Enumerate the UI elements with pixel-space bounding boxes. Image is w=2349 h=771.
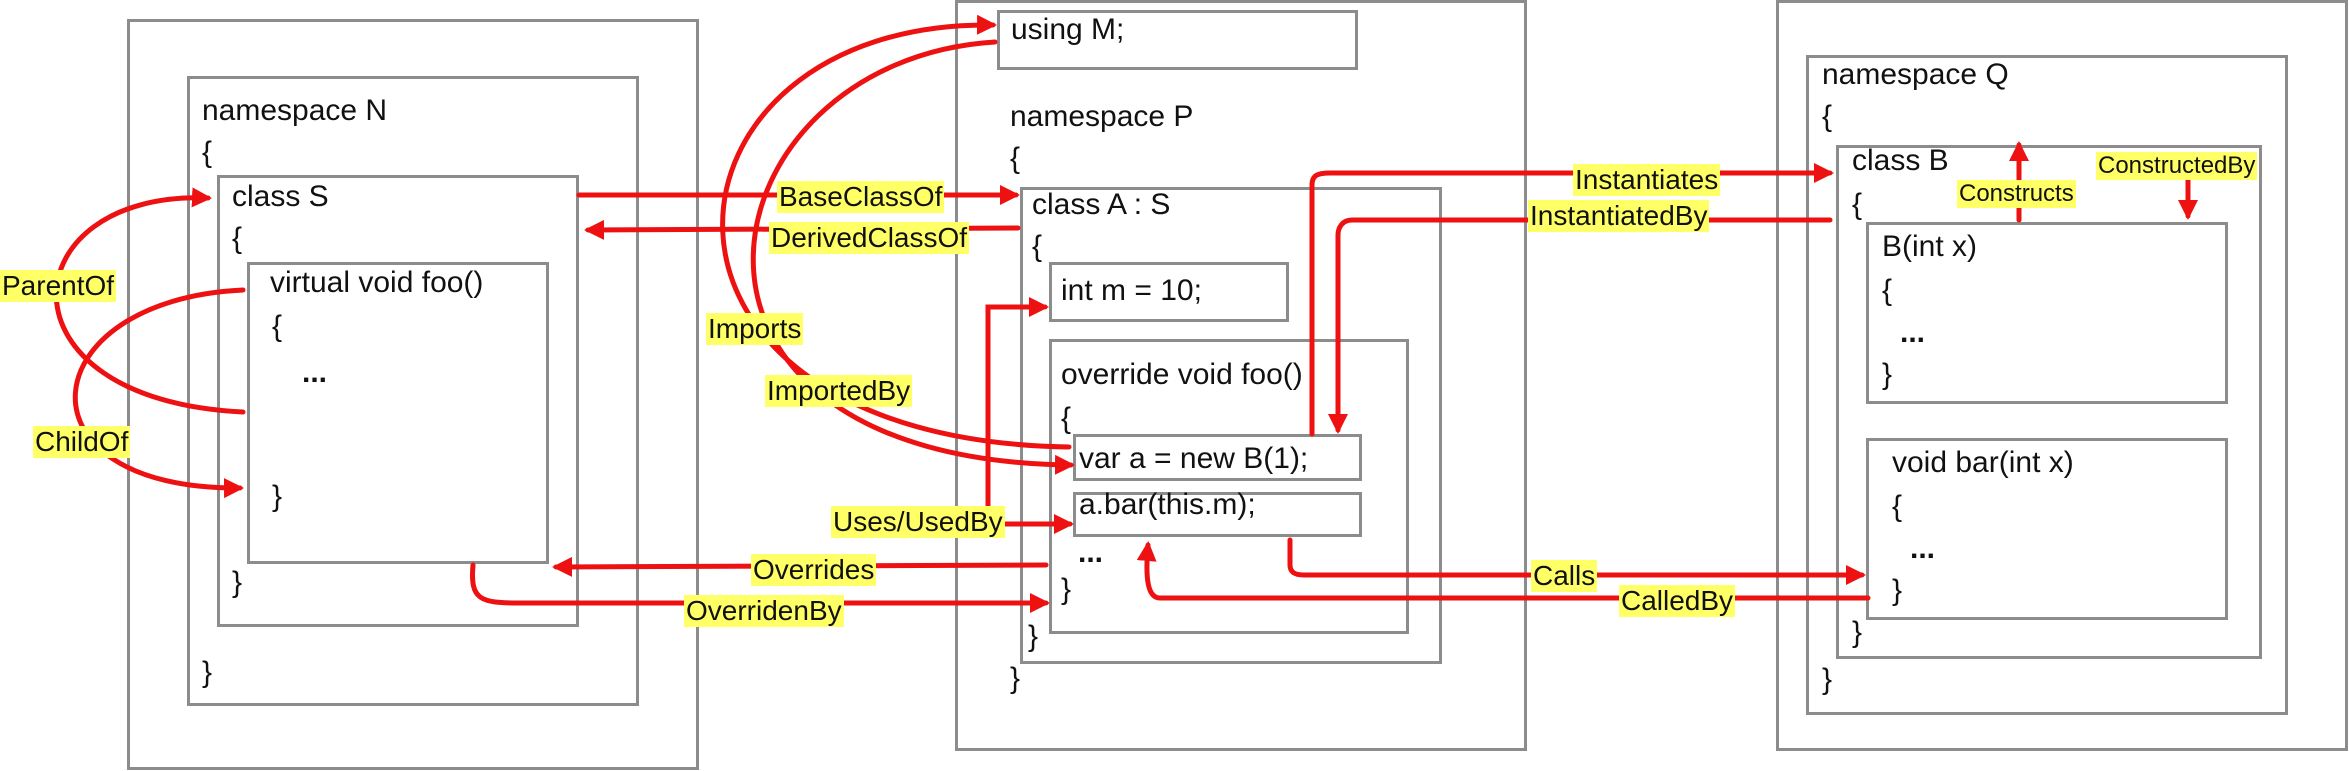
using-m-label: using M; — [1011, 13, 1125, 46]
int-m-box — [1049, 262, 1289, 322]
child-of-label: ChildOf — [33, 426, 131, 458]
virtual-foo-close-brace: } — [272, 480, 283, 513]
overriden-by-label: OverridenBy — [684, 595, 844, 627]
namespace-n-close-brace: } — [202, 656, 213, 689]
a-bar-label: a.bar(this.m); — [1079, 488, 1256, 521]
void-bar-ellipsis: ... — [1910, 532, 1936, 565]
calls-label: Calls — [1531, 560, 1598, 592]
void-bar-label: void bar(int x) — [1892, 446, 2074, 479]
middle-module-box — [955, 0, 1527, 751]
ctor-b-close-brace: } — [1882, 358, 1893, 391]
derived-class-of-label: DerivedClassOf — [769, 222, 970, 254]
constructs-label: Constructs — [1957, 180, 2076, 208]
namespace-q-box — [1806, 55, 2288, 715]
overrides-label: Overrides — [751, 554, 877, 586]
a-bar-box — [1073, 492, 1362, 537]
namespace-q-close-brace: } — [1822, 663, 1833, 696]
class-s-close-brace: } — [232, 566, 243, 599]
called-by-label: CalledBy — [1619, 585, 1736, 617]
class-a-close-brace: } — [1028, 620, 1039, 653]
override-foo-ellipsis: ... — [1078, 536, 1104, 569]
instantiates-arrow — [1309, 163, 1834, 437]
namespace-q-label: namespace Q — [1822, 58, 2009, 91]
namespace-n-open-brace: { — [202, 136, 213, 169]
override-foo-close-brace: } — [1061, 573, 1072, 606]
namespace-q-open-brace: { — [1822, 100, 1833, 133]
var-a-label: var a = new B(1); — [1079, 442, 1309, 475]
virtual-foo-ellipsis: ... — [302, 356, 328, 389]
class-a-open-brace: { — [1032, 230, 1043, 263]
virtual-foo-open-brace: { — [272, 310, 283, 343]
class-s-open-brace: { — [232, 222, 243, 255]
parent-of-label: ParentOf — [0, 270, 117, 302]
void-bar-box — [1866, 438, 2228, 620]
left-module-box — [127, 19, 699, 770]
constructed-by-label: ConstructedBy — [2096, 152, 2258, 180]
ctor-b-ellipsis: ... — [1900, 316, 1926, 349]
class-b-box — [1836, 145, 2262, 659]
instantiated-by-label: InstantiatedBy — [1528, 200, 1710, 232]
namespace-p-label: namespace P — [1010, 100, 1194, 133]
class-s-label: class S — [232, 180, 329, 213]
override-foo-label: override void foo() — [1061, 358, 1303, 391]
base-class-of-label: BaseClassOf — [777, 181, 945, 213]
uses-arrow — [985, 297, 1049, 521]
virtual-foo-label: virtual void foo() — [270, 266, 484, 299]
override-foo-box — [1049, 339, 1409, 634]
ctor-b-label: B(int x) — [1882, 230, 1978, 263]
calls-arrow — [1287, 537, 1866, 585]
namespace-n-label: namespace N — [202, 94, 388, 127]
class-a-box — [1020, 187, 1442, 664]
using-m-box — [997, 10, 1358, 70]
right-module-box — [1776, 0, 2348, 751]
imports-arrow — [720, 14, 1072, 450]
class-b-close-brace: } — [1852, 616, 1863, 649]
class-b-label: class B — [1852, 144, 1949, 177]
child-of-arrow — [72, 287, 246, 499]
overriden-by-arrow — [470, 562, 1050, 613]
ctor-b-open-brace: { — [1882, 274, 1893, 307]
imported-by-arrow — [750, 39, 1075, 475]
int-m-label: int m = 10; — [1061, 274, 1202, 307]
namespace-p-close-brace: } — [1010, 662, 1021, 695]
class-a-label: class A : S — [1032, 188, 1171, 221]
imports-label: Imports — [706, 313, 804, 345]
parent-of-arrow — [53, 187, 246, 415]
void-bar-open-brace: { — [1892, 490, 1903, 523]
instantiates-label: Instantiates — [1573, 164, 1721, 196]
namespace-p-open-brace: { — [1010, 142, 1021, 175]
class-b-open-brace: { — [1852, 188, 1863, 221]
imported-by-label: ImportedBy — [765, 375, 913, 407]
uses-used-by-label: Uses/UsedBy — [831, 506, 1005, 538]
namespace-n-box — [187, 76, 639, 706]
called-by-arrow — [1136, 541, 1871, 601]
override-foo-open-brace: { — [1061, 402, 1072, 435]
virtual-foo-box — [247, 262, 549, 564]
class-s-box — [217, 175, 579, 627]
void-bar-close-brace: } — [1892, 574, 1903, 607]
ctor-b-box — [1866, 222, 2228, 404]
instantiated-by-arrow — [1328, 217, 1833, 434]
